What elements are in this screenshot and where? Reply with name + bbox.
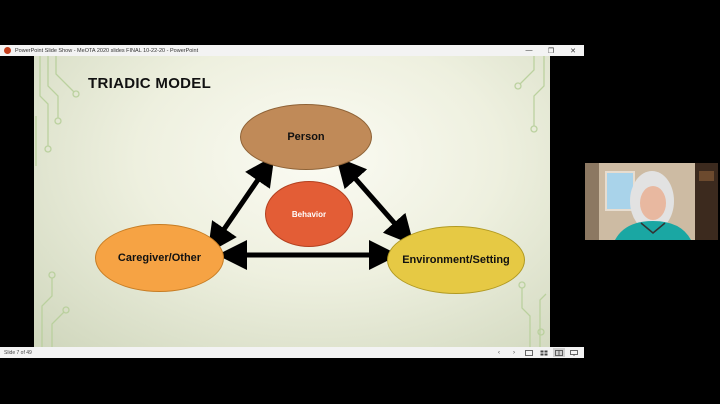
normal-view-icon[interactable] [523, 348, 535, 357]
presenter-webcam-feed [585, 163, 718, 240]
powerpoint-window: PowerPoint Slide Show - MeOTA 2020 slide… [0, 45, 584, 358]
slide-indicator: Slide 7 of 49 [4, 349, 32, 356]
environment-node: Environment/Setting [387, 226, 525, 294]
caregiver-node: Caregiver/Other [95, 224, 224, 292]
person-label: Person [287, 131, 325, 143]
title-bar: PowerPoint Slide Show - MeOTA 2020 slide… [0, 45, 584, 56]
close-button[interactable]: ✕ [570, 47, 576, 55]
arrow-person-caregiver [207, 155, 275, 254]
window-title: PowerPoint Slide Show - MeOTA 2020 slide… [15, 47, 199, 54]
slide[interactable]: TRIADIC MODEL Person Behavior Caregiver/… [34, 56, 550, 347]
circuit-decoration-right [514, 56, 547, 347]
slide-show-view-icon[interactable] [568, 348, 580, 357]
status-bar: Slide 7 of 49 ‹ › [0, 347, 584, 358]
behavior-node: Behavior [265, 181, 353, 247]
restore-button[interactable]: ❐ [547, 47, 555, 55]
slide-graphics [35, 56, 547, 347]
slide-title: TRIADIC MODEL [88, 75, 212, 92]
view-controls: ‹ › [490, 348, 580, 357]
slide-sorter-view-icon[interactable] [538, 348, 550, 357]
arrow-person-environment [336, 156, 414, 246]
behavior-label: Behavior [291, 209, 327, 219]
reading-view-icon[interactable] [553, 348, 565, 357]
prev-arrow-icon[interactable]: ‹ [498, 349, 500, 356]
minimize-button[interactable]: — [525, 47, 533, 54]
caregiver-label: Caregiver/Other [117, 252, 202, 264]
next-arrow-icon[interactable]: › [513, 349, 515, 356]
person-node: Person [240, 104, 372, 170]
environment-label: Environment/Setting [402, 254, 510, 266]
powerpoint-app-icon [4, 47, 11, 54]
presenter-image [585, 163, 718, 240]
window-controls: — ❐ ✕ [518, 45, 584, 56]
circuit-decoration-left [35, 56, 80, 347]
slide-show-area[interactable]: TRIADIC MODEL Person Behavior Caregiver/… [0, 56, 584, 347]
